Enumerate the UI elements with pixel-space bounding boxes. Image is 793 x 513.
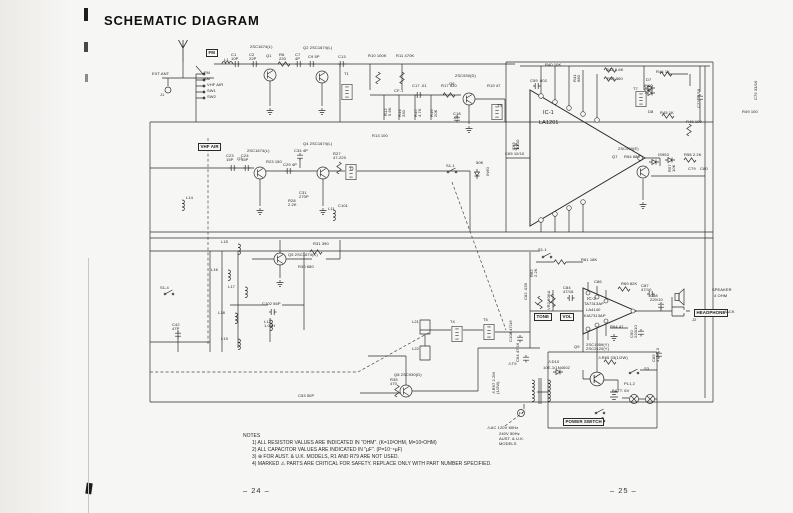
- ac-plug-icon: [517, 409, 525, 417]
- page-edge-line: [88, 258, 89, 513]
- transformer-t5-icon: [483, 324, 495, 340]
- transistor-q8: [399, 384, 413, 398]
- transistor-q9: [589, 371, 605, 387]
- coil-l11-icon: [332, 209, 336, 221]
- resistor-icons: [277, 61, 697, 398]
- wires: [149, 61, 714, 429]
- binding-mark: [84, 42, 88, 52]
- coil-l18-icon: [234, 312, 238, 324]
- page-gutter-shading: [0, 0, 70, 513]
- notes-block: NOTES 1) ALL RESISTOR VALUES ARE INDICAT…: [243, 433, 491, 468]
- coil-l12-icon: [269, 319, 273, 331]
- page-number-right: – 25 –: [610, 486, 637, 495]
- transistor-q1: [263, 68, 277, 82]
- note-line: 3) ⊕ FOR AUST. & U.K. MODELS, R1 AND R79…: [252, 454, 399, 460]
- potentiometer-icons: [534, 293, 556, 310]
- transistor-q3: [253, 166, 267, 180]
- capacitor-icons: [174, 60, 704, 363]
- ic2-triangle: [582, 287, 638, 335]
- note-line: 4) MARKED ⚠ PARTS ARE CRITICAL FOR SAFET…: [252, 461, 492, 467]
- page-number-left: – 24 –: [243, 486, 270, 495]
- diode-icons: [474, 85, 676, 375]
- coil-l1-icon: [221, 61, 233, 65]
- transformer-t7-icon: [635, 91, 647, 107]
- transistor-q7: [636, 165, 650, 179]
- transformer-t2-icon: [345, 164, 357, 180]
- note-line: 1) ALL RESISTOR VALUES ARE INDICATED IN …: [252, 440, 437, 446]
- notes-items: 1) ALL RESISTOR VALUES ARE INDICATED IN …: [243, 440, 491, 468]
- coil-l16-icon: [227, 269, 231, 281]
- transformer-t3-icon: [491, 104, 503, 120]
- transistor-q2: [315, 70, 329, 84]
- dashed-links: [150, 138, 527, 427]
- speaker-icon: [674, 288, 685, 306]
- ground-icons: [256, 107, 647, 341]
- coil-l17-icon: [244, 286, 248, 298]
- battery-icon: [609, 391, 619, 400]
- transistor-q5: [273, 252, 287, 266]
- coil-l14-icon: [181, 199, 185, 211]
- ic1-triangle: [529, 89, 646, 227]
- band-switch-icon: [164, 65, 206, 100]
- page-title: SCHEMATIC DIAGRAM: [104, 13, 260, 28]
- transistor-q6: [462, 92, 476, 106]
- note-line: 2) ALL CAPACITOR VALUES ARE INDICATED IN…: [252, 447, 403, 453]
- coil-l19-icon: [237, 338, 241, 350]
- transistor-q4: [316, 166, 330, 180]
- binding-mark: [85, 74, 88, 82]
- antenna-icon: [178, 39, 188, 63]
- notes-heading: NOTES: [243, 433, 261, 439]
- transformer-t1-icon: [341, 84, 353, 100]
- transformer-t4-icon: [451, 326, 463, 342]
- binding-mark: [84, 8, 88, 21]
- coil-l15-icon: [237, 243, 241, 255]
